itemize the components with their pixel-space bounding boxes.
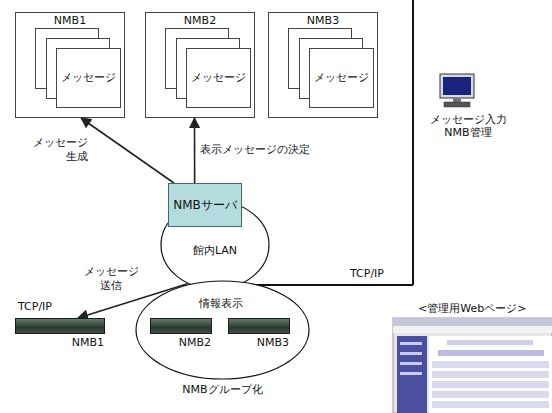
display-panel: NMB2 メッセージ bbox=[145, 12, 255, 118]
display-panel: NMB1 メッセージ bbox=[15, 12, 125, 118]
led-display: NMB2 bbox=[150, 318, 212, 334]
panel-name: NMB3 bbox=[307, 14, 339, 28]
message-card: メッセージ bbox=[56, 48, 121, 108]
protocol-label: TCP/IP bbox=[18, 300, 52, 314]
ellipse-shape bbox=[161, 201, 269, 289]
display-panel: NMB3 メッセージ bbox=[268, 12, 378, 118]
web-page-screenshot bbox=[393, 318, 552, 413]
group-ellipse: NMBグループ化NMB2NMB3 bbox=[135, 280, 310, 380]
led-display: NMB1 bbox=[15, 318, 105, 334]
admin-terminal: メッセージ入力 NMB管理 bbox=[418, 72, 518, 140]
edge-label: 情報表示 bbox=[199, 297, 243, 311]
led-display: NMB3 bbox=[228, 318, 290, 334]
screenshot-caption: <管理用Webページ> bbox=[418, 302, 526, 316]
lan-name: 館内LAN bbox=[193, 244, 237, 258]
message-text: メッセージ bbox=[61, 71, 116, 85]
edge-label: メッセージ 生成 bbox=[28, 136, 88, 164]
server-name: NMBサーバ bbox=[173, 198, 237, 213]
message-text: メッセージ bbox=[191, 71, 246, 85]
terminal-label: メッセージ入力 NMB管理 bbox=[418, 113, 518, 141]
display-name: NMB2 bbox=[179, 336, 211, 350]
connector-arrow bbox=[81, 118, 174, 183]
connector-arrow bbox=[194, 118, 196, 183]
protocol-label: TCP/IP bbox=[350, 267, 384, 281]
message-text: メッセージ bbox=[314, 71, 369, 85]
message-card: メッセージ bbox=[186, 48, 251, 108]
panel-name: NMB2 bbox=[184, 14, 216, 28]
server-box: NMBサーバ bbox=[168, 183, 242, 227]
computer-icon bbox=[440, 74, 474, 107]
display-name: NMB3 bbox=[257, 336, 289, 350]
panel-name: NMB1 bbox=[54, 14, 86, 28]
display-name: NMB1 bbox=[72, 336, 104, 350]
edge-label: 表示メッセージの決定 bbox=[200, 143, 310, 157]
message-card: メッセージ bbox=[309, 48, 374, 108]
ellipse-shape bbox=[136, 281, 309, 379]
group-name: NMBグループ化 bbox=[182, 383, 262, 397]
edge-label: メッセージ 送信 bbox=[80, 265, 142, 293]
